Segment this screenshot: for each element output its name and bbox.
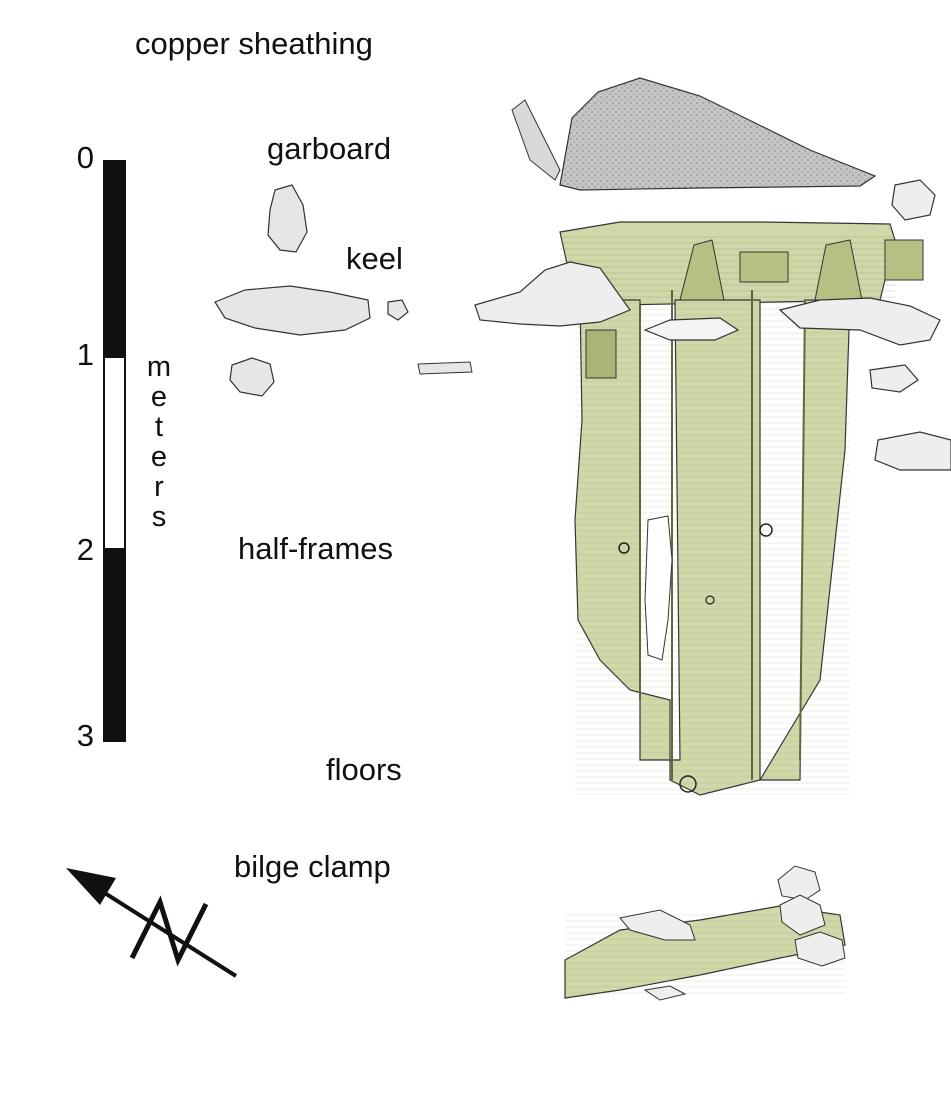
scale-tick-1: 1 bbox=[76, 337, 94, 372]
north-arrow-icon bbox=[66, 868, 238, 978]
label-garboard: garboard bbox=[267, 131, 392, 166]
label-half-frames: half-frames bbox=[238, 531, 394, 566]
scale-tick-2: 2 bbox=[76, 532, 94, 567]
scale-segment-0-1 bbox=[103, 160, 126, 356]
scale-tick-3: 3 bbox=[76, 718, 94, 753]
label-copper-sheathing: copper sheathing bbox=[135, 26, 373, 61]
unit-letter: e bbox=[150, 381, 168, 413]
bilge-clamp-timber bbox=[564, 865, 846, 1001]
unit-letter: s bbox=[151, 501, 167, 533]
unit-letter: t bbox=[154, 411, 164, 443]
scale-tick-0: 0 bbox=[76, 140, 94, 175]
copper-sheathing-fragment bbox=[511, 77, 877, 191]
scale-segment-2-3 bbox=[103, 550, 126, 742]
label-keel: keel bbox=[346, 241, 403, 276]
scale-unit-label: m e t e r s bbox=[144, 352, 174, 532]
keel-and-frames bbox=[559, 221, 924, 796]
unit-letter: e bbox=[150, 441, 168, 473]
scale-bar bbox=[103, 160, 126, 742]
stones-left bbox=[214, 184, 473, 397]
label-floors: floors bbox=[326, 752, 402, 787]
keel-stones bbox=[474, 179, 951, 471]
unit-letter: m bbox=[146, 351, 172, 383]
label-bilge-clamp: bilge clamp bbox=[234, 849, 391, 884]
unit-letter: r bbox=[154, 471, 164, 503]
scale-segment-1-2 bbox=[103, 356, 126, 550]
